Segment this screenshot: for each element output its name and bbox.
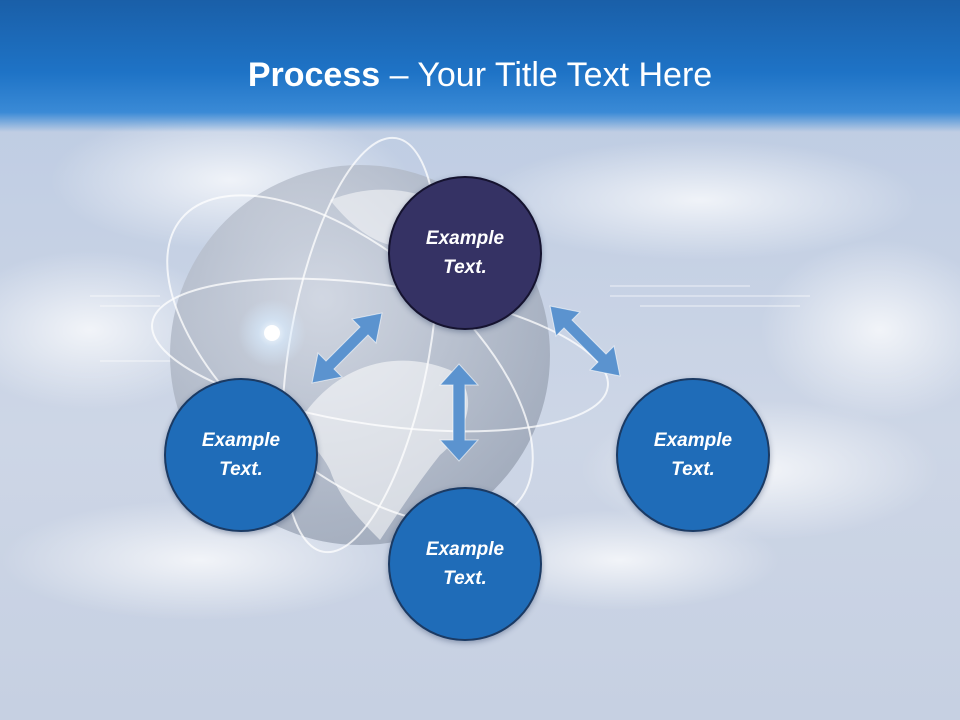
node-label-line1: Example (425, 539, 505, 560)
arrow-center-vertical (438, 363, 480, 462)
node-label-line1: Example (425, 228, 505, 249)
slide-title: Process – Your Title Text Here (0, 52, 960, 98)
title-bold: Process (247, 56, 381, 94)
node-label-line1: Example (201, 430, 281, 451)
node-label-line2: Text. (219, 459, 263, 480)
node-label-line2: Text. (671, 459, 715, 480)
node-label-line1: Example (653, 430, 733, 451)
arrow-top-right (549, 305, 621, 377)
node-label-line2: Text. (443, 568, 487, 589)
title-bar (0, 0, 960, 132)
title-rest: – Your Title Text Here (380, 56, 713, 94)
node-label-line2: Text. (443, 257, 487, 278)
arrow-left-top (311, 312, 383, 384)
